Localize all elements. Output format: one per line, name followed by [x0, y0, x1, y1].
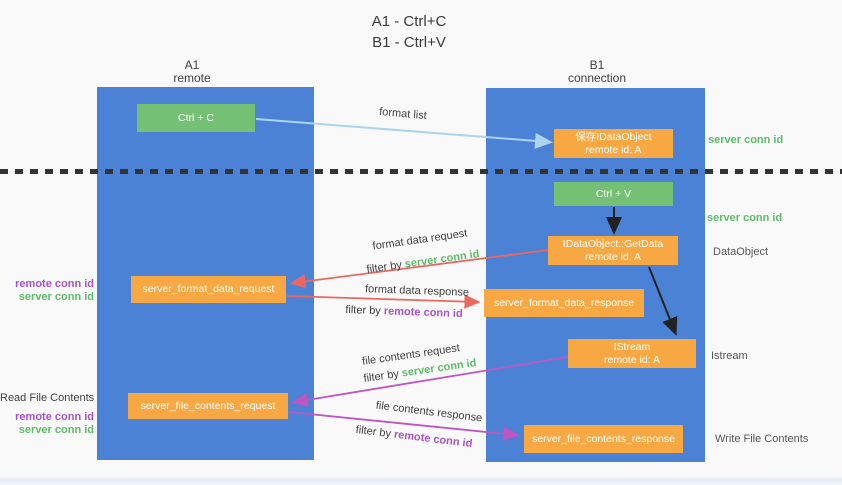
- node-server-format-data-request: server_format_data_request: [131, 276, 286, 303]
- node-server-file-contents-request: server_file_contents_request: [128, 393, 288, 419]
- format-list-label: format list: [378, 105, 428, 123]
- title-line-2: B1 - Ctrl+V: [372, 34, 446, 51]
- lane-b1-title: B1: [589, 58, 605, 72]
- lane-header-b1: B1 connection: [568, 59, 626, 85]
- left-conn-id-annotation-top: remote conn id server conn id: [0, 278, 94, 304]
- title-line-1: A1 - Ctrl+C: [371, 13, 447, 30]
- remote-conn-id-key: remote conn id: [393, 428, 473, 451]
- node-getdata-line1: IDataObject::GetData: [562, 237, 664, 250]
- lane-a1-title: A1: [184, 58, 200, 72]
- server-conn-id-annotation: server conn id: [18, 291, 94, 303]
- node-format-request-label: server_format_data_request: [142, 283, 275, 295]
- filter-by-text: filter by: [355, 423, 392, 441]
- server-conn-id-annotation: server conn id: [18, 424, 94, 436]
- file-contents-response-filter-label: filter by remote conn id: [355, 424, 473, 450]
- file-contents-response-label: file contents response: [375, 399, 483, 425]
- node-idataobject-getdata: IDataObject::GetData remote id: A: [548, 236, 678, 265]
- remote-conn-id-key: remote conn id: [383, 305, 463, 321]
- filter-by-text: filter by: [362, 368, 400, 385]
- left-conn-id-annotation-bottom: remote conn id server conn id: [0, 411, 94, 437]
- write-file-contents-annotation: Write File Contents: [715, 433, 809, 445]
- format-data-response-filter-label: filter by remote conn id: [345, 304, 463, 320]
- node-istream-line2: remote id: A: [603, 353, 661, 366]
- filter-by-text: filter by: [365, 259, 403, 276]
- server-conn-id-key: server conn id: [404, 248, 481, 271]
- node-save-idataobject-line1: 保存IDataObject: [575, 130, 652, 143]
- server-conn-id-annotation-mid: server conn id: [707, 212, 783, 224]
- lane-a1-subtitle: remote: [173, 71, 211, 85]
- node-server-file-contents-response: server_file_contents_response: [524, 425, 683, 453]
- node-ctrl-v-label: Ctrl + V: [595, 187, 632, 200]
- node-getdata-line2: remote id: A: [584, 250, 642, 263]
- node-ctrl-c-label: Ctrl + C: [178, 111, 214, 124]
- dataobject-annotation: DataObject: [713, 246, 769, 258]
- node-save-idataobject: 保存IDataObject remote id: A: [554, 129, 673, 158]
- format-data-request-filter-label: filter by server conn id: [366, 248, 480, 276]
- read-file-contents-annotation: Read File Contents: [0, 392, 95, 404]
- remote-conn-id-annotation: remote conn id: [15, 278, 94, 290]
- node-file-request-label: server_file_contents_request: [140, 399, 276, 412]
- lane-b1-subtitle: connection: [567, 71, 627, 85]
- footer-strip: [0, 476, 842, 485]
- node-format-response-label: server_format_data_response: [493, 296, 635, 309]
- server-conn-id-annotation-top: server conn id: [708, 134, 784, 146]
- diagram-title: A1 - Ctrl+C B1 - Ctrl+V: [372, 11, 447, 53]
- format-data-request-label: format data request: [371, 227, 469, 253]
- node-istream-line1: IStream: [613, 340, 651, 353]
- lane-header-a1: A1 remote: [173, 59, 210, 85]
- node-file-response-label: server_file_contents_response: [531, 432, 675, 445]
- node-save-idataobject-line2: remote id: A: [585, 143, 642, 156]
- format-data-response-label: format data response: [364, 283, 470, 299]
- node-istream: IStream remote id: A: [568, 339, 696, 368]
- node-ctrl-v: Ctrl + V: [554, 182, 673, 206]
- node-server-format-data-response: server_format_data_response: [484, 289, 644, 317]
- machine-boundary-dotted-line: [0, 169, 842, 174]
- istream-annotation: Istream: [711, 350, 748, 362]
- filter-by-text: filter by: [345, 303, 382, 318]
- node-ctrl-c: Ctrl + C: [137, 104, 255, 132]
- remote-conn-id-annotation: remote conn id: [15, 411, 94, 423]
